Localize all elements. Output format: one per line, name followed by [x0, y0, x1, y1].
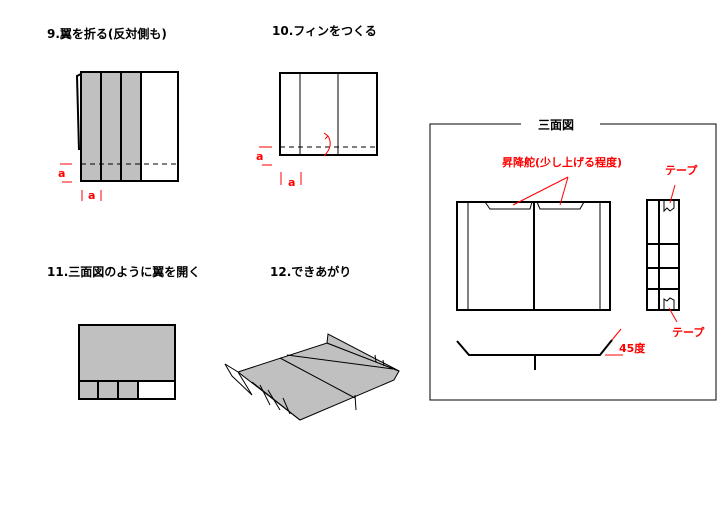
- step11-figure: [78, 324, 176, 400]
- tape-label-top: テープ: [665, 163, 698, 177]
- step9-figure: [60, 71, 179, 201]
- step12-title: 12.できあがり: [270, 264, 351, 279]
- angle-label: 45度: [619, 341, 646, 355]
- three-view-title: 三面図: [538, 118, 574, 132]
- tape-icon: [663, 201, 675, 213]
- step12-finished-plane: [224, 333, 400, 421]
- step11-title: 11.三面図のように翼を開く: [47, 265, 200, 279]
- dimension-a-label: a: [88, 189, 95, 202]
- tape-icon: [663, 297, 675, 309]
- tape-label-bottom: テープ: [672, 325, 705, 339]
- elevator-note: 昇降舵(少し上げる程度): [502, 155, 622, 169]
- front-view: [456, 328, 623, 370]
- dimension-a-label: a: [58, 167, 65, 180]
- top-view: [456, 176, 611, 311]
- dimension-a-label: a: [256, 150, 263, 163]
- step10-figure: [259, 72, 378, 185]
- step10-title: 10.フィンをつくる: [272, 24, 377, 38]
- fold-arrow-icon: [323, 132, 331, 157]
- dimension-a-label: a: [288, 176, 295, 189]
- side-view: [646, 184, 680, 323]
- three-view-frame: [429, 123, 717, 401]
- step9-title: 9.翼を折る(反対側も): [47, 26, 167, 41]
